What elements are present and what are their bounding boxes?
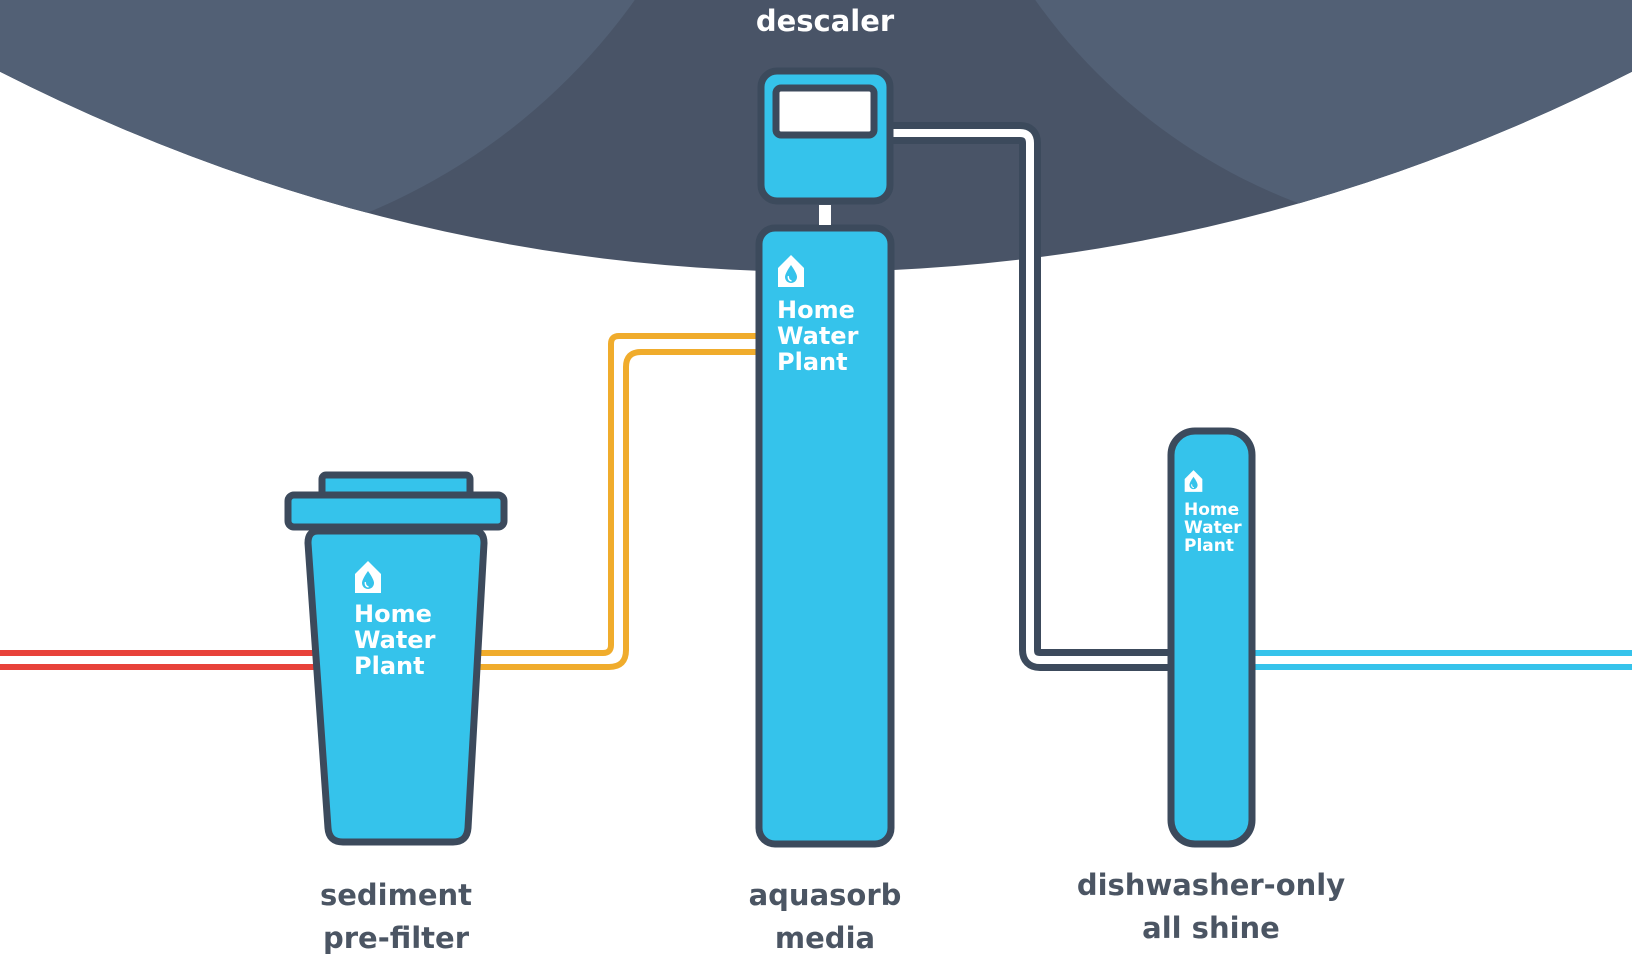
prefilter-body	[304, 527, 488, 846]
outlet-pipe	[1248, 650, 1632, 670]
dishwasher-filter-body	[1167, 427, 1256, 848]
dishwasher-caption: dishwasher-only all shine	[1036, 864, 1386, 950]
aquasorb-descaler-unit	[755, 67, 895, 848]
dishwasher-brand-line2: Water	[1184, 518, 1242, 538]
sediment-caption-line1: sediment	[319, 878, 473, 912]
sediment-prefilter-unit	[284, 471, 508, 846]
descaler-connector	[819, 205, 831, 225]
dishwasher-caption-line2: all shine	[1142, 911, 1280, 945]
descaler-to-dishwasher-pipe	[878, 122, 1185, 671]
dishwasher-filter-unit	[1167, 427, 1256, 848]
descaler-tank	[755, 224, 895, 848]
sediment-to-aquasorb-pipe	[470, 333, 760, 670]
header-title: descaler	[755, 4, 895, 38]
inlet-pipe	[0, 650, 318, 670]
dishwasher-caption-line1: dishwasher-only	[1076, 868, 1346, 902]
prefilter-brand-line3: Plant	[354, 652, 425, 680]
descaler-brand-line3: Plant	[777, 348, 848, 376]
dishwasher-brand-line1: Home	[1184, 500, 1239, 520]
prefilter-brand-line2: Water	[354, 626, 436, 654]
descaler-brand-line2: Water	[777, 322, 859, 350]
sediment-caption-line2: pre-filter	[322, 921, 470, 955]
aquasorb-caption-line1: aquasorb	[748, 878, 902, 912]
dishwasher-brand-line3: Plant	[1184, 536, 1234, 556]
aquasorb-caption: aquasorb media	[685, 874, 965, 960]
prefilter-cap-rim	[284, 491, 508, 531]
sediment-caption: sediment pre-filter	[256, 874, 536, 960]
prefilter-brand-line1: Home	[354, 600, 432, 628]
descaler-display	[772, 84, 878, 139]
descaler-brand-line1: Home	[777, 296, 855, 324]
aquasorb-caption-line2: media	[774, 921, 876, 955]
